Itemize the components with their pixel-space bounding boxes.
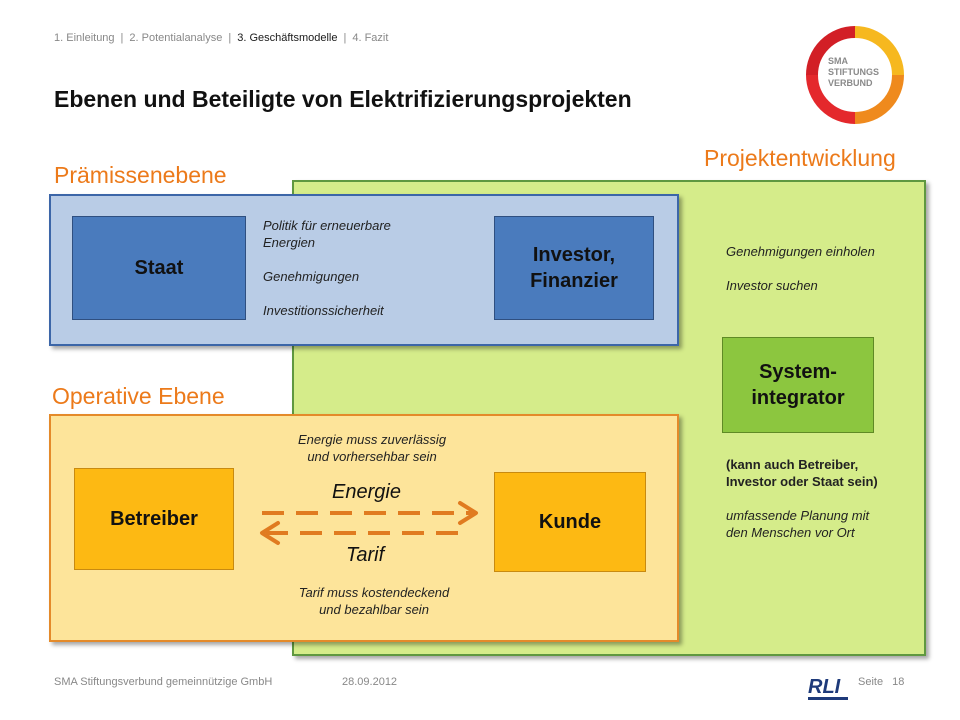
kunde-label: Kunde [538,511,602,533]
svg-text:SMA: SMA [828,56,849,66]
exchange-arrows [260,501,478,545]
operative-ebene-label: Operative Ebene [52,383,225,409]
tarif-arrow [260,521,464,545]
betreiber-label: Betreiber [110,508,198,530]
note-investor-oder-staat: Investor oder Staat sein) [726,474,878,489]
betreiber-box: Betreiber [74,468,234,570]
investor-label: Investor, [532,244,616,266]
rli-logo: RLI [806,673,850,700]
investor-finanzier-box: Investor, Finanzier [494,216,654,320]
praemissenebene-label: Prämissenebene [54,162,227,188]
svg-text:VERBUND: VERBUND [828,78,873,88]
breadcrumb: 1. Einleitung | 2. Potentialanalyse | 3. Ges… [54,32,388,44]
svg-text:STIFTUNGS: STIFTUNGS [828,67,879,77]
finanzier-label: Finanzier [530,270,618,292]
note-tarif-kostendeckend: Tarif muss kostendeckend [298,585,450,600]
tarif-requirement-note: Tarif muss kostendeckend und bezahlbar s… [264,584,484,618]
energy-requirement-note: Energie muss zuverlässig und vorhersehba… [262,431,482,465]
note-kann-auch: (kann auch Betreiber, [726,457,859,472]
breadcrumb-separator: | [228,32,232,44]
energie-flow-label: Energie [332,481,401,503]
note-genehmigungen-einholen: Genehmigungen einholen [726,244,875,259]
projektentwicklung-label: Projektentwicklung [704,145,896,171]
tarif-flow-label: Tarif [346,544,385,566]
note-investor-suchen: Investor suchen [726,278,818,293]
footer-page-number: 18 [892,676,905,688]
integrator-label: integrator [751,387,845,409]
breadcrumb-item-geschaeftsmodelle[interactable]: 3. Geschäftsmodelle [237,32,338,44]
note-politik: Politik für erneuerbare [263,218,391,233]
footer-organization: SMA Stiftungsverbund gemeinnützige GmbH [54,676,273,688]
note-energie-zuverlaessig: Energie muss zuverlässig [297,432,447,447]
project-notes: Genehmigungen einholen Investor suchen [726,243,875,294]
premise-notes: Politik für erneuerbare Energien Genehmi… [263,217,391,319]
page-title: Ebenen und Beteiligte von Elektrifizieru… [54,86,632,112]
note-vorhersehbar: und vorhersehbar sein [307,449,437,464]
breadcrumb-separator: | [343,32,347,44]
note-investitionssicherheit: Investitionssicherheit [263,303,384,318]
svg-text:RLI: RLI [808,676,841,698]
staat-box: Staat [72,216,246,320]
sma-stiftungsverbund-logo: SMA STIFTUNGS VERBUND [806,26,904,124]
staat-label: Staat [134,257,184,279]
system-label: System- [759,361,837,383]
breadcrumb-item-potentialanalyse[interactable]: 2. Potentialanalyse [129,32,223,44]
breadcrumb-separator: | [120,32,124,44]
integrator-notes: (kann auch Betreiber, Investor oder Staa… [726,456,878,541]
footer-date: 28.09.2012 [342,676,398,688]
note-energien: Energien [263,235,316,250]
note-umfassende-planung: umfassende Planung mit [726,508,870,523]
footer-page-label: Seite [858,676,884,688]
breadcrumb-item-fazit[interactable]: 4. Fazit [352,32,389,44]
note-menschen-vor-ort: den Menschen vor Ort [726,525,855,540]
note-bezahlbar: und bezahlbar sein [319,602,429,617]
note-genehmigungen: Genehmigungen [263,269,360,284]
energie-arrow [262,501,478,525]
breadcrumb-item-einleitung[interactable]: 1. Einleitung [54,32,115,44]
footer-page: Seite 18 [858,676,904,688]
kunde-box: Kunde [494,472,646,572]
systemintegrator-box: System- integrator [722,337,874,433]
